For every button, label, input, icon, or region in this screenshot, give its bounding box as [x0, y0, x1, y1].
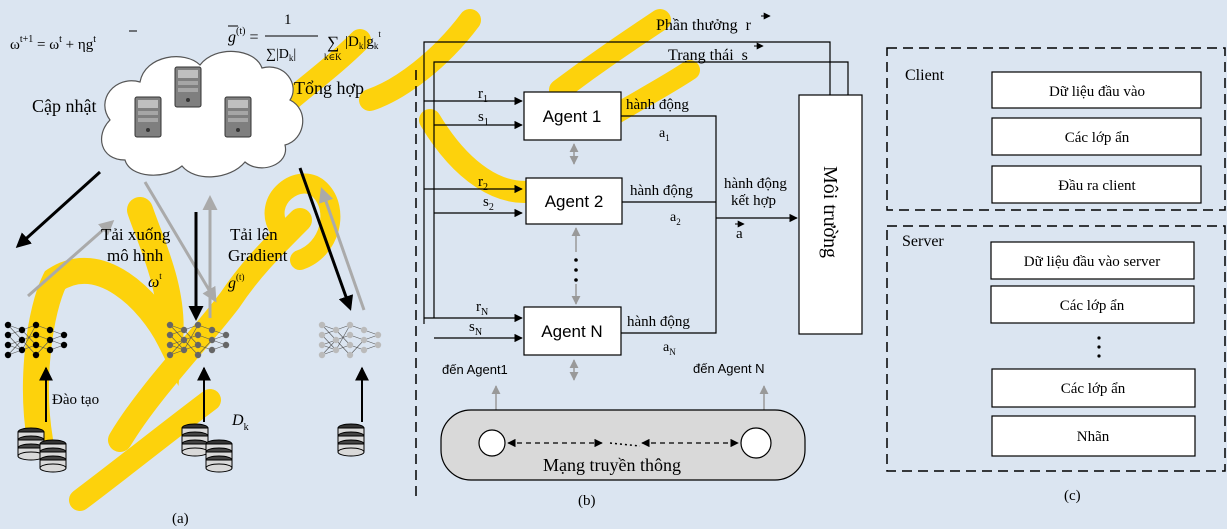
aggregate-label: Tổng hợp	[294, 78, 364, 98]
server-layer-hidden-2-label: Các lớp ẩn	[1061, 381, 1126, 397]
database-icon	[182, 424, 208, 456]
svg-text:1: 1	[284, 12, 292, 28]
to-agentN-label: đến Agent N	[693, 361, 765, 376]
caption-a: (a)	[172, 511, 189, 527]
agent2-action-label: hành động	[630, 183, 693, 199]
agent1-action-label: hành động	[626, 97, 689, 113]
server-layer-label-label: Nhãn	[1077, 429, 1110, 445]
server-icon	[225, 97, 251, 137]
network-node-left	[479, 430, 505, 456]
client-layer-output-label: Đầu ra client	[1058, 178, 1136, 194]
client-layer-input-label: Dữ liệu đầu vào	[1049, 84, 1145, 100]
upload-label-line1: Tải lên	[230, 225, 278, 244]
caption-b: (b)	[578, 493, 596, 509]
state-label: Trạng thái s	[668, 47, 748, 64]
update-label: Cập nhật	[32, 96, 97, 116]
server-layer-hidden-1-label: Các lớp ẩn	[1060, 298, 1125, 314]
ellipsis-dot	[574, 268, 578, 272]
download-label-line2: mô hình	[107, 246, 164, 265]
joint-action-symbol: a	[736, 226, 743, 242]
server-icon	[175, 67, 201, 107]
agentN-name: Agent N	[541, 322, 602, 341]
server-layer-input-label: Dữ liệu đầu vào server	[1024, 254, 1160, 270]
reward-label: Phần thưởng r	[656, 17, 752, 34]
network-node-right	[741, 428, 771, 458]
ellipsis-dot	[1097, 354, 1100, 357]
client-title: Client	[905, 67, 945, 84]
agentN-action-label: hành động	[627, 314, 690, 330]
svg-text:k∈K: k∈K	[324, 52, 342, 62]
database-icon	[206, 440, 232, 472]
server-icon	[135, 97, 161, 137]
database-icon	[40, 440, 66, 472]
svg-text:∑: ∑	[327, 33, 339, 52]
server-title: Server	[902, 233, 944, 250]
download-label-line1: Tải xuống	[101, 225, 171, 244]
upload-label-line2: Gradient	[228, 246, 288, 265]
network-label: Mạng truyền thông	[543, 455, 681, 475]
client-layer-hidden-label: Các lớp ẩn	[1065, 130, 1130, 146]
ellipsis-dot	[1097, 336, 1100, 339]
agent1-name: Agent 1	[543, 107, 602, 126]
ellipsis-dot	[574, 258, 578, 262]
joint-action-line2: kết hợp	[731, 193, 776, 209]
to-agent1-label: đến Agent1	[442, 362, 508, 377]
ellipsis-dot	[574, 278, 578, 282]
joint-action-line1: hành động	[724, 176, 787, 192]
train-label: Đào tạo	[52, 392, 99, 408]
agent2-name: Agent 2	[545, 192, 604, 211]
caption-c: (c)	[1064, 488, 1081, 504]
database-icon	[338, 424, 364, 456]
environment-label: Môi trường	[819, 166, 841, 258]
ellipsis-dot	[1097, 345, 1100, 348]
